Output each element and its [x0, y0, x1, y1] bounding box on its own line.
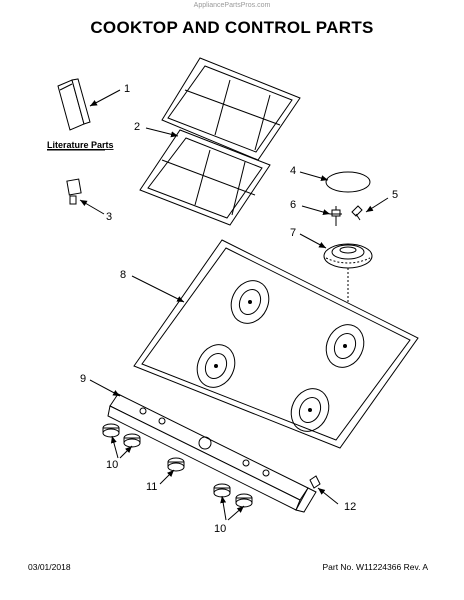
knob [123, 433, 141, 448]
callout-8: 8 [120, 269, 126, 281]
callout-2: 2 [134, 121, 140, 133]
igniter-electrode [330, 206, 342, 226]
knob [167, 457, 185, 472]
knob [213, 483, 231, 498]
callout-7: 7 [290, 227, 296, 239]
bracket-part [66, 178, 82, 205]
callout-6: 6 [290, 199, 296, 211]
callout-9: 9 [80, 373, 86, 385]
callout-10-upper: 10 [106, 459, 118, 471]
footer-date: 03/01/2018 [28, 562, 71, 572]
control-panel [107, 393, 317, 513]
igniter-clip [351, 205, 363, 221]
callout-10-lower: 10 [214, 523, 226, 535]
burner-base [323, 243, 373, 269]
callout-3: 3 [106, 211, 112, 223]
clip-part [309, 475, 321, 489]
knob [102, 423, 120, 438]
watermark: AppliancePartsPros.com [193, 2, 271, 9]
callout-12: 12 [344, 501, 356, 513]
burner-cap [325, 171, 371, 193]
cooktop-panel [133, 239, 419, 449]
footer-part-number: Part No. W11224366 Rev. A [322, 562, 428, 572]
callout-11: 11 [146, 481, 157, 493]
callout-4: 4 [290, 165, 296, 177]
callout-5: 5 [392, 189, 398, 201]
literature-book [57, 78, 91, 131]
diagram-title: COOKTOP AND CONTROL PARTS [90, 18, 374, 37]
burner-grates [139, 57, 301, 226]
literature-parts-label: Literature Parts [47, 140, 114, 150]
knob [235, 493, 253, 508]
callout-1: 1 [124, 83, 130, 95]
